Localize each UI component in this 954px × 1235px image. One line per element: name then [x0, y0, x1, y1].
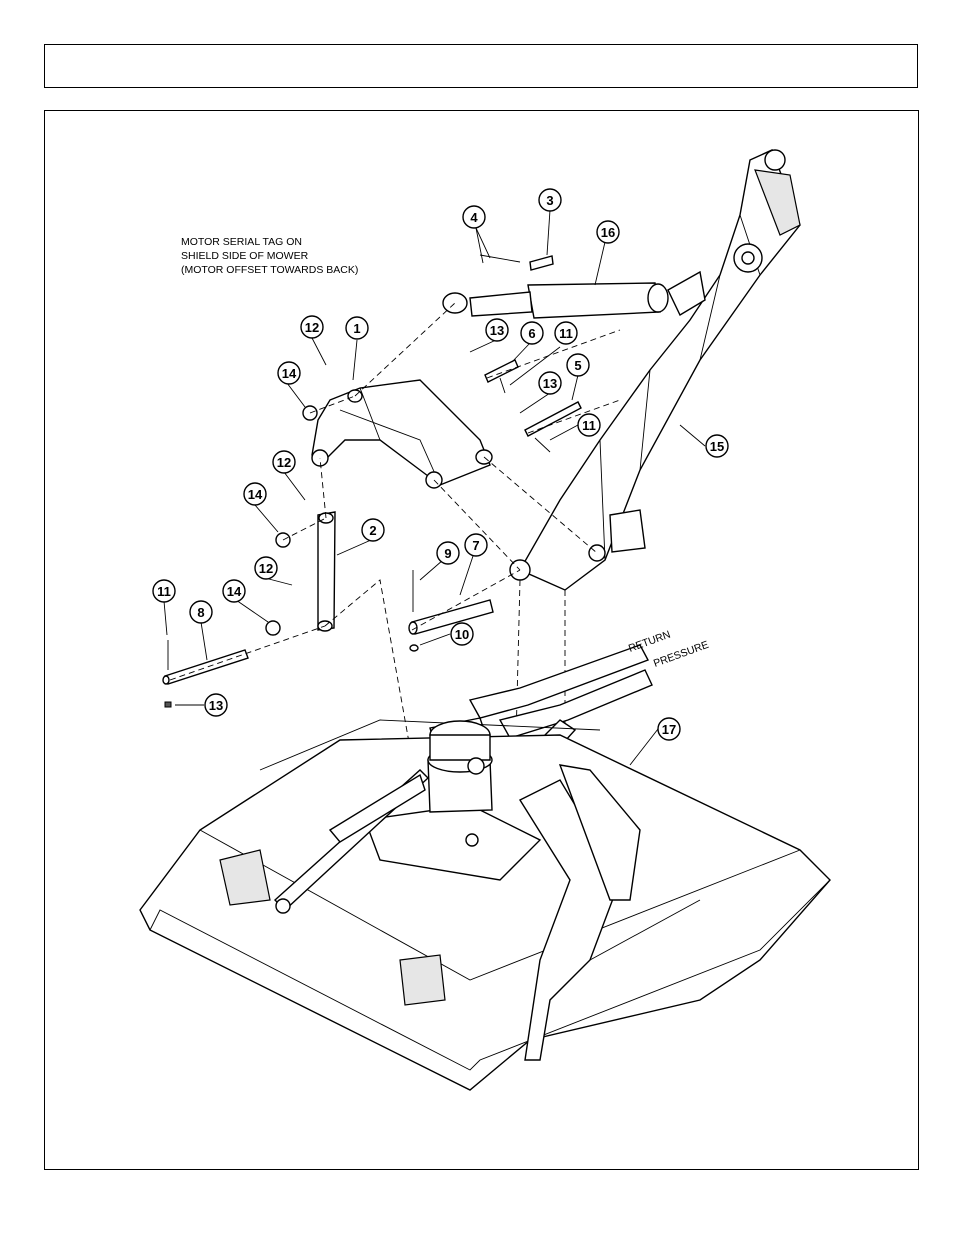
note-line-2: SHIELD SIDE OF MOWER: [181, 250, 309, 262]
callout-12-bottom: 12: [255, 557, 277, 579]
svg-text:6: 6: [528, 326, 535, 341]
svg-text:14: 14: [227, 584, 242, 599]
motor-serial-note: MOTOR SERIAL TAG ON SHIELD SIDE OF MOWER…: [181, 236, 358, 276]
note-line-3: (MOTOR OFFSET TOWARDS BACK): [181, 264, 358, 276]
svg-text:12: 12: [277, 455, 291, 470]
boom-arm: [510, 150, 800, 590]
pin-7: [409, 600, 493, 634]
callout-4: 4: [463, 206, 485, 228]
svg-text:11: 11: [157, 584, 171, 599]
callout-14-top: 14: [278, 362, 300, 384]
callout-3: 3: [539, 189, 561, 211]
bushings: [266, 406, 317, 635]
callout-11-left: 11: [153, 580, 175, 602]
callout-6: 6: [521, 322, 543, 344]
callout-7: 7: [465, 534, 487, 556]
svg-text:3: 3: [546, 193, 553, 208]
svg-text:1: 1: [353, 321, 360, 336]
callout-15: 15: [706, 435, 728, 457]
svg-text:7: 7: [472, 538, 479, 553]
svg-text:2: 2: [369, 523, 376, 538]
callout-17: 17: [658, 718, 680, 740]
svg-text:14: 14: [248, 487, 263, 502]
callout-14-middle: 14: [244, 483, 266, 505]
callout-16: 16: [597, 221, 619, 243]
callout-10: 10: [451, 623, 473, 645]
callout-11-middle: 11: [578, 414, 600, 436]
return-label: RETURN: [627, 629, 672, 655]
svg-text:4: 4: [470, 210, 478, 225]
callout-12-top: 12: [301, 316, 323, 338]
pin-6: [485, 360, 518, 382]
svg-text:14: 14: [282, 366, 297, 381]
link-bar: [318, 512, 335, 631]
callout-13-top: 13: [486, 319, 508, 341]
svg-text:13: 13: [543, 376, 557, 391]
svg-text:13: 13: [490, 323, 504, 338]
linkage-bracket: [312, 380, 492, 488]
callout-9: 9: [437, 542, 459, 564]
svg-text:11: 11: [559, 326, 573, 341]
svg-text:5: 5: [574, 358, 581, 373]
svg-text:10: 10: [455, 627, 469, 642]
callout-5: 5: [567, 354, 589, 376]
svg-text:15: 15: [710, 439, 724, 454]
svg-text:8: 8: [197, 605, 204, 620]
callout-11-top: 11: [555, 322, 577, 344]
svg-text:11: 11: [582, 418, 596, 433]
svg-text:12: 12: [259, 561, 273, 576]
svg-text:13: 13: [209, 698, 223, 713]
callout-8: 8: [190, 601, 212, 623]
callout-13-middle: 13: [539, 372, 561, 394]
callout-2: 2: [362, 519, 384, 541]
pin-3: [530, 256, 553, 270]
svg-text:12: 12: [305, 320, 319, 335]
pin-8: [163, 650, 248, 684]
note-line-1: MOTOR SERIAL TAG ON: [181, 236, 302, 248]
callout-12-middle: 12: [273, 451, 295, 473]
hydraulic-cylinder: [443, 272, 705, 318]
callout-1: 1: [346, 317, 368, 339]
callout-14-bottom: 14: [223, 580, 245, 602]
svg-text:9: 9: [444, 546, 451, 561]
svg-text:16: 16: [601, 225, 615, 240]
svg-text:17: 17: [662, 722, 676, 737]
callout-13-bottom: 13: [205, 694, 227, 716]
